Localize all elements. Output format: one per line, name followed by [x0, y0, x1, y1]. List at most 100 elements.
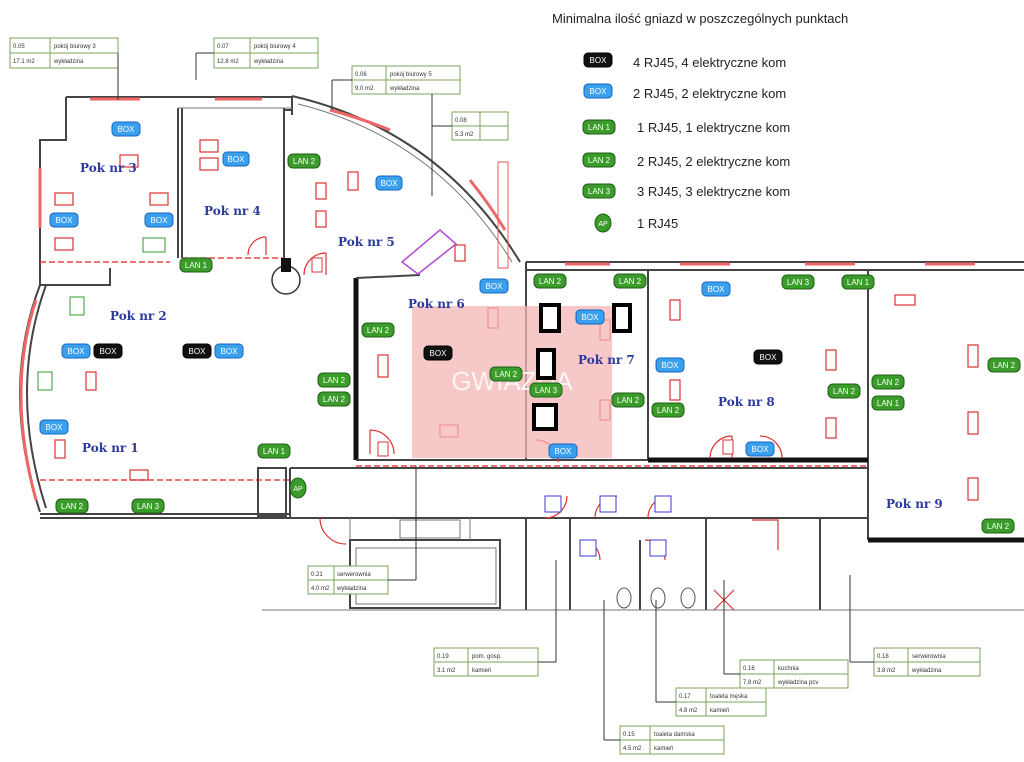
svg-text:BOX: BOX	[68, 347, 86, 356]
svg-text:pokój biurowy 5: pokój biurowy 5	[390, 72, 432, 78]
svg-text:BOX: BOX	[56, 216, 74, 225]
svg-text:pokój biurowy 3: pokój biurowy 3	[54, 44, 96, 50]
svg-text:0.18: 0.18	[877, 654, 889, 660]
lan2-marker: LAN 2	[871, 374, 905, 390]
room-name-9: Pok nr 9	[886, 497, 943, 511]
svg-text:pokój biurowy 4: pokój biurowy 4	[254, 44, 296, 50]
legend-item-lan3: LAN 3 3 RJ45, 3 elektryczne kom	[582, 183, 790, 199]
lan3-marker: LAN 3	[131, 498, 165, 514]
svg-text:serwerownia: serwerownia	[337, 572, 371, 578]
svg-text:kamień: kamień	[710, 708, 729, 714]
svg-text:0.21: 0.21	[311, 572, 323, 578]
lan2-marker: LAN 2	[287, 153, 321, 169]
svg-text:12.8 m2: 12.8 m2	[217, 59, 239, 65]
lan2-marker: LAN 2	[827, 383, 861, 399]
box-blue-marker: BOX	[111, 121, 141, 137]
ap-marker: AP	[289, 477, 307, 499]
svg-text:LAN 2: LAN 2	[993, 361, 1016, 370]
box-blue-marker: BOX	[375, 175, 403, 191]
svg-text:LAN 2: LAN 2	[617, 396, 640, 405]
lan2-marker: LAN 2	[489, 366, 523, 382]
box-blue-marker: BOX	[701, 281, 731, 297]
svg-text:17.1 m2: 17.1 m2	[13, 59, 35, 65]
svg-text:BOX: BOX	[189, 347, 207, 356]
svg-text:LAN 1: LAN 1	[263, 447, 286, 456]
room-name-4: Pok nr 4	[204, 204, 261, 218]
legend-text: 2 RJ45, 2 elektryczne kom	[633, 86, 786, 101]
svg-text:wykładzina: wykładzina	[253, 59, 284, 65]
legend-title: Minimalna ilość gniazd w poszczególnych …	[552, 11, 848, 26]
box-blue-marker: BOX	[745, 441, 775, 457]
svg-text:BOX: BOX	[118, 125, 136, 134]
lan2-marker: LAN 2	[987, 357, 1021, 373]
svg-text:BOX: BOX	[486, 282, 504, 291]
svg-text:0.17: 0.17	[679, 694, 691, 700]
legend-text: 3 RJ45, 3 elektryczne kom	[637, 184, 790, 199]
svg-text:LAN 2: LAN 2	[877, 378, 900, 387]
svg-text:0.05: 0.05	[13, 44, 25, 50]
svg-text:toaleta damska: toaleta damska	[654, 732, 695, 738]
legend-item-box-blue: BOX 2 RJ45, 2 elektryczne kom	[583, 83, 786, 101]
lan1-marker: LAN 1	[179, 257, 213, 273]
legend-item-lan1: LAN 1 1 RJ45, 1 elektryczne kom	[582, 119, 790, 135]
svg-text:0.16: 0.16	[743, 666, 755, 672]
svg-text:LAN 2: LAN 2	[323, 376, 346, 385]
svg-text:BOX: BOX	[752, 445, 770, 454]
svg-text:BOX: BOX	[555, 447, 573, 456]
svg-text:wykładzina: wykładzina	[53, 59, 84, 65]
lan-markers: LAN 1 LAN 2 LAN 2 LAN 2 LAN 2 LAN 1 LAN …	[55, 153, 1021, 534]
svg-text:LAN 2: LAN 2	[61, 502, 84, 511]
svg-text:LAN 2: LAN 2	[367, 326, 390, 335]
svg-text:LAN 1: LAN 1	[185, 261, 208, 270]
legend-item-ap: AP 1 RJ45	[594, 213, 678, 233]
lan1-marker: LAN 1	[841, 274, 875, 290]
svg-text:BOX: BOX	[151, 216, 169, 225]
box-blue-marker: BOX	[548, 443, 578, 459]
svg-text:9.0 m2: 9.0 m2	[355, 86, 374, 92]
svg-text:BOX: BOX	[381, 179, 399, 188]
lan2-marker: LAN 2	[981, 518, 1015, 534]
box-black-marker: BOX	[423, 345, 453, 361]
blue-boxes: BOX BOX BOX BOX BOX BOX BOX BOX BOX BOX …	[39, 121, 775, 459]
svg-text:BOX: BOX	[100, 347, 118, 356]
svg-text:LAN 3: LAN 3	[535, 386, 558, 395]
legend-item-lan2: LAN 2 2 RJ45, 2 elektryczne kom	[582, 152, 790, 169]
svg-text:toaleta męska: toaleta męska	[710, 694, 748, 700]
legend-text: 4 RJ45, 4 elektryczne kom	[633, 55, 786, 70]
box-black-marker: BOX	[182, 343, 212, 359]
svg-text:4.5 m2: 4.5 m2	[623, 746, 642, 752]
room-label-card: 0.05 pokój biurowy 3 17.1 m2 wykładzina	[9, 37, 119, 69]
svg-text:BOX: BOX	[590, 87, 608, 96]
svg-text:BOX: BOX	[46, 423, 64, 432]
lan2-marker: LAN 2	[317, 391, 351, 407]
lan2-marker: LAN 2	[55, 498, 89, 514]
box-blue-marker: BOX	[144, 212, 174, 228]
svg-text:AP: AP	[598, 221, 608, 228]
room-name-6: Pok nr 6	[408, 297, 465, 311]
furniture	[37, 139, 979, 609]
svg-text:LAN 1: LAN 1	[847, 278, 870, 287]
svg-text:7.8 m2: 7.8 m2	[743, 680, 762, 686]
svg-text:LAN 3: LAN 3	[588, 187, 611, 196]
box-blue-marker: BOX	[655, 357, 685, 373]
svg-text:LAN 2: LAN 2	[588, 156, 611, 165]
svg-text:BOX: BOX	[708, 285, 726, 294]
svg-text:LAN 2: LAN 2	[323, 395, 346, 404]
lan1-marker: LAN 1	[257, 443, 291, 459]
room-name-3: Pok nr 3	[80, 161, 137, 175]
box-blue-marker: BOX	[49, 212, 79, 228]
svg-text:LAN 2: LAN 2	[539, 277, 562, 286]
svg-text:LAN 1: LAN 1	[877, 399, 900, 408]
svg-text:4.8 m2: 4.8 m2	[679, 708, 698, 714]
room-name-8: Pok nr 8	[718, 395, 775, 409]
svg-text:LAN 2: LAN 2	[293, 157, 316, 166]
box-blue-marker: BOX	[479, 278, 509, 294]
svg-text:LAN 1: LAN 1	[588, 123, 611, 132]
svg-text:LAN 3: LAN 3	[137, 502, 160, 511]
svg-text:kamień: kamień	[654, 746, 673, 752]
svg-text:3.8 m2: 3.8 m2	[877, 668, 896, 674]
room-name-5: Pok nr 5	[338, 235, 395, 249]
